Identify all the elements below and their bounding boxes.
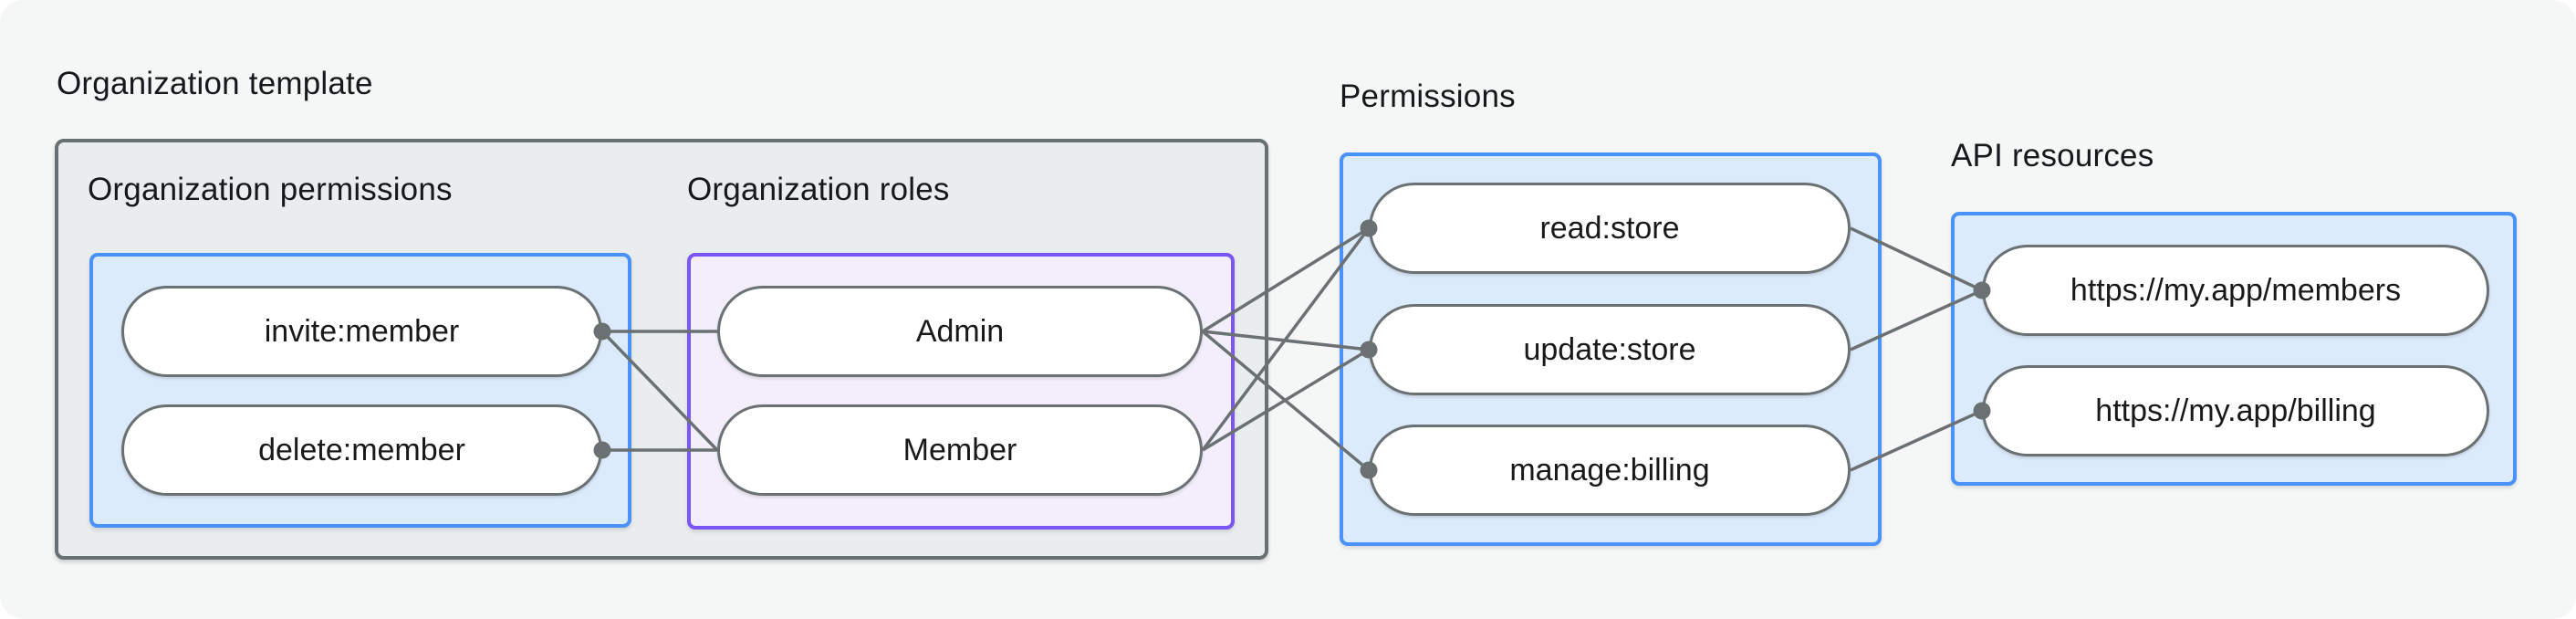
node-member-role: Member: [717, 404, 1203, 496]
node-admin-role: Admin: [717, 286, 1203, 377]
node-api-billing: https://my.app/billing: [1982, 365, 2489, 456]
org-template-heading: Organization template: [57, 66, 373, 101]
org-permissions-heading: Organization permissions: [88, 172, 453, 207]
node-api-members: https://my.app/members: [1982, 245, 2489, 336]
node-invite-member: invite:member: [121, 286, 602, 377]
permissions-heading: Permissions: [1340, 79, 1516, 114]
node-manage-billing: manage:billing: [1369, 425, 1851, 516]
node-read-store: read:store: [1369, 183, 1851, 274]
node-delete-member: delete:member: [121, 404, 602, 496]
api-resources-heading: API resources: [1951, 138, 2154, 173]
node-update-store: update:store: [1369, 304, 1851, 395]
org-roles-heading: Organization roles: [687, 172, 950, 207]
